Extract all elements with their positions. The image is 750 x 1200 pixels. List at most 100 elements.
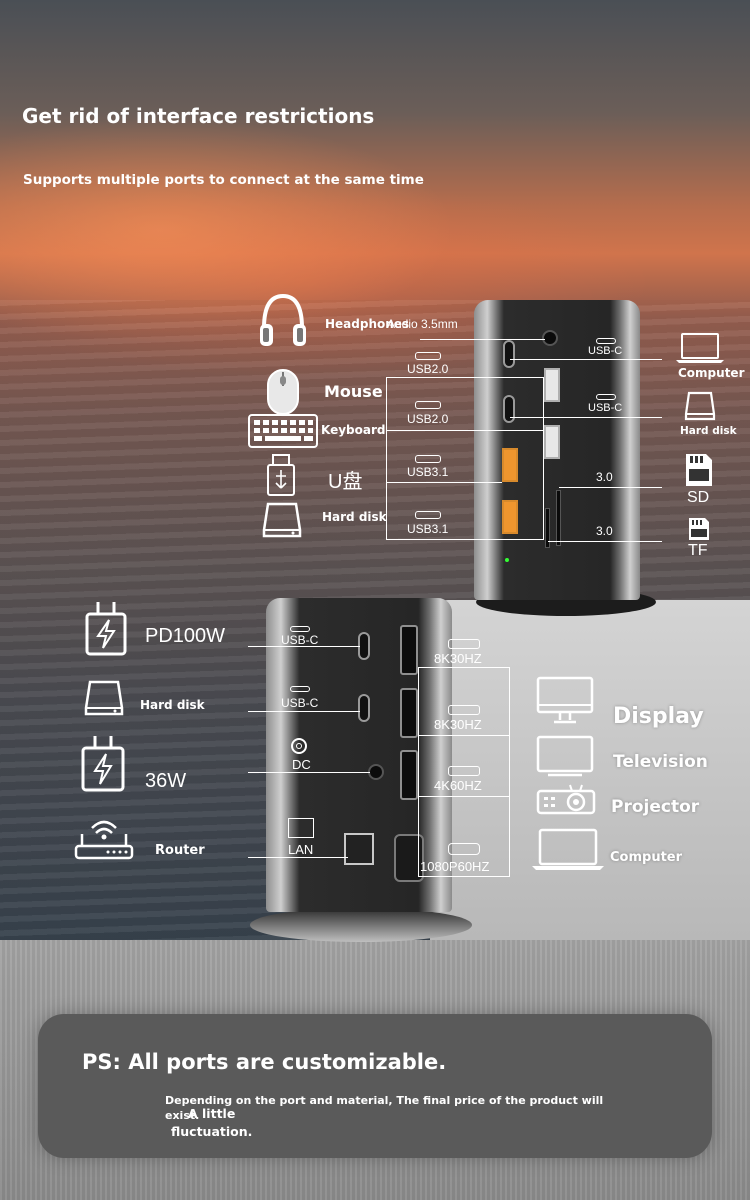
hdmi-port-3 (400, 750, 418, 800)
sd-card-icon (684, 452, 714, 488)
usb-line-3 (386, 482, 502, 483)
display-label: Display (613, 704, 704, 729)
hdmi-port-icon (448, 766, 480, 776)
hard-disk-label-right: Hard disk (680, 425, 737, 437)
usb1-port-label: USB2.0 (407, 362, 449, 376)
36w-label: 36W (145, 770, 187, 792)
dc-line (248, 772, 370, 773)
note-title: PS: All ports are customizable. (82, 1050, 447, 1074)
bottom-usbc1-label: USB-C (281, 633, 319, 647)
usb-port-icon (415, 352, 441, 360)
audio-line (420, 339, 545, 340)
hard-disk-icon-bottom (84, 678, 124, 718)
note-panel (38, 1014, 712, 1158)
usbc-port-icon (290, 686, 310, 692)
page-title: Get rid of interface restrictions (22, 104, 375, 128)
hard-disk-icon (262, 500, 302, 540)
usb-a-port-1 (544, 368, 560, 402)
projector-label: Projector (611, 797, 700, 817)
usbc2-line (510, 417, 662, 418)
headphones-icon (258, 290, 308, 352)
audio-jack-port (542, 330, 558, 346)
vga-port (394, 834, 424, 882)
usb-bracket (386, 377, 544, 540)
keyboard-label: Keyboard (321, 423, 386, 437)
hdmi3-label: 4K60HZ (434, 778, 482, 793)
television-label: Television (613, 752, 708, 772)
usbc1-port-label: USB-C (588, 345, 623, 357)
charger-icon (84, 600, 128, 658)
computer-label-top: Computer (678, 366, 745, 380)
usbc-port-icon (596, 338, 616, 344)
mouse-label: Mouse (324, 382, 383, 401)
laptop-icon-bottom (530, 828, 606, 872)
hdmi-port-2 (400, 688, 418, 738)
power-adapter-icon (80, 734, 126, 794)
usbc-port-icon (596, 394, 616, 400)
tf-rate-label: 3.0 (596, 524, 613, 538)
vga-port-icon (448, 843, 480, 855)
hdmi1-label: 8K30HZ (434, 651, 482, 666)
dc-label: DC (292, 757, 311, 772)
hdmi3-line (418, 796, 510, 797)
usb-a-port-2 (544, 425, 560, 459)
router-icon (74, 816, 134, 862)
laptop-icon (674, 332, 726, 364)
headphones-label: Headphones (325, 317, 410, 331)
pd-line (248, 646, 360, 647)
usb-port-icon (415, 401, 441, 409)
lan-port-icon (288, 818, 314, 838)
monitor-icon (536, 676, 594, 726)
sd-line (559, 487, 662, 488)
hdmi-port-1 (400, 625, 418, 675)
bottom-usbc-port-2 (358, 694, 370, 722)
mouse-icon (266, 368, 300, 416)
computer-label-bottom: Computer (610, 850, 683, 865)
usb-port-icon (415, 511, 441, 519)
usb4-port-label: USB3.1 (407, 522, 449, 536)
sd-slot (556, 490, 561, 546)
note-body-line3: fluctuation. (171, 1124, 253, 1139)
usb-drive-icon (266, 454, 296, 496)
dc-port (368, 764, 384, 780)
note-body-line2: A little (188, 1106, 236, 1121)
usb31-port-1 (502, 448, 518, 482)
sd-rate-label: 3.0 (596, 470, 613, 484)
tf-line (548, 541, 662, 542)
hard-disk-label-left: Hard disk (322, 510, 387, 524)
pd100w-label: PD100W (145, 625, 226, 647)
tf-label: TF (688, 542, 708, 559)
hdmi2-line (418, 735, 510, 736)
hard-disk-label-bottom: Hard disk (140, 698, 205, 712)
bottom-usbc2-label: USB-C (281, 696, 319, 710)
dc-port-icon (291, 738, 307, 754)
usbc1-line (510, 359, 662, 360)
usbc2-bottom-line (248, 711, 360, 712)
usb-port-icon (415, 455, 441, 463)
lan-label: LAN (288, 842, 314, 857)
usb31-port-2 (502, 500, 518, 534)
vga-label: 1080P60HZ (420, 859, 490, 874)
usb3-port-label: USB3.1 (407, 465, 449, 479)
usbc-port-1 (503, 340, 515, 368)
lan-line (248, 857, 348, 858)
tf-card-icon (687, 516, 711, 542)
hdmi-port-icon (448, 639, 480, 649)
tf-slot (545, 508, 550, 548)
bottom-hub-base (250, 908, 472, 942)
note-body: Depending on the port and material, The … (165, 1094, 604, 1122)
external-drive-icon (684, 390, 716, 422)
page-subtitle: Supports multiple ports to connect at th… (23, 172, 424, 188)
usbc2-port-label: USB-C (588, 402, 623, 414)
usbc-port-icon (290, 626, 310, 632)
video-bracket (418, 667, 510, 877)
usb2-port-label: USB2.0 (407, 412, 449, 426)
usbc-port-2 (503, 395, 515, 423)
keyboard-icon (248, 414, 318, 448)
sd-label: SD (687, 489, 710, 506)
lan-port (344, 833, 374, 865)
projector-icon (536, 783, 596, 817)
usb-line-2 (386, 430, 544, 431)
power-led (505, 558, 509, 562)
u-disk-label: U盘 (328, 471, 363, 493)
